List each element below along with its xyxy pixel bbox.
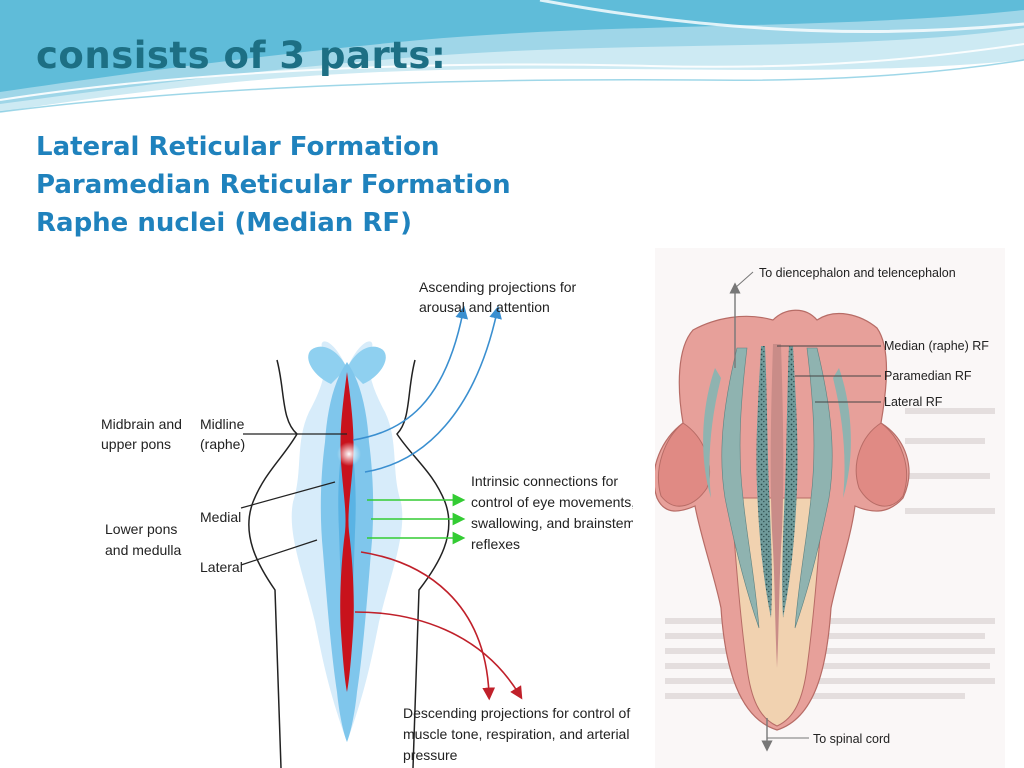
label-paramedian-rf: Paramedian RF: [884, 369, 972, 383]
label-midbrain-upper-pons: Midbrain and upper pons: [101, 416, 186, 452]
list-item-lateral-rf: Lateral Reticular Formation: [36, 132, 440, 162]
label-descending-projections: Descending projections for control of mu…: [403, 705, 633, 763]
label-midline-raphe: Midline (raphe): [200, 416, 248, 452]
list-item-raphe-nuclei: Raphe nuclei (Median RF): [36, 208, 412, 238]
label-lower-pons-medulla: Lower pons and medulla: [105, 521, 181, 558]
brainstem-anatomy-drawing: To diencephalon and telencephalon Median…: [653, 266, 995, 752]
list-item-paramedian-rf: Paramedian Reticular Formation: [36, 170, 511, 200]
label-to-spinal-cord: To spinal cord: [813, 732, 890, 746]
brainstem-schematic-drawing: Ascending projections for arousal and at…: [101, 279, 635, 768]
brainstem-schematic-figure: Ascending projections for arousal and at…: [85, 272, 635, 768]
label-to-diencephalon: To diencephalon and telencephalon: [759, 266, 956, 280]
label-lateral-rf: Lateral RF: [884, 395, 943, 409]
label-medial: Medial: [200, 509, 241, 525]
brainstem-anatomy-figure: To diencephalon and telencephalon Median…: [653, 248, 1005, 768]
label-median-raphe-rf: Median (raphe) RF: [884, 339, 989, 353]
label-intrinsic-connections: Intrinsic connections for control of eye…: [471, 473, 633, 552]
label-ascending-projections: Ascending projections for arousal and at…: [419, 279, 580, 315]
rf-parts-list: Lateral Reticular Formation Paramedian R…: [36, 128, 511, 242]
label-lateral: Lateral: [200, 559, 243, 575]
header-swoosh-decoration: [0, 0, 1024, 113]
slide-title: consists of 3 parts:: [36, 34, 447, 77]
